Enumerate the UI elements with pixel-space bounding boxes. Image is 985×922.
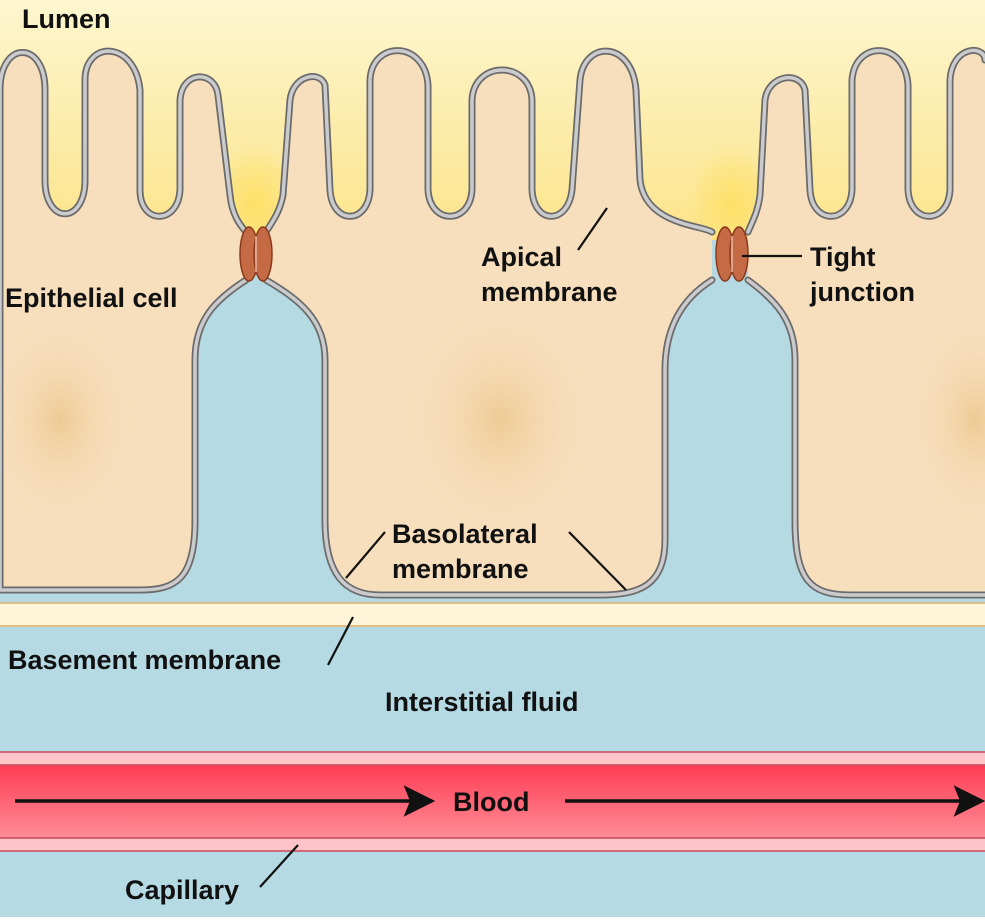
plasma-membranes (0, 47, 985, 599)
tight-junction-left (239, 226, 273, 282)
label-interstitial-fluid: Interstitial fluid (385, 687, 579, 717)
label-epithelial-cell: Epithelial cell (5, 283, 178, 313)
leader-lines (259, 207, 802, 888)
label-apical-membrane-line2: membrane (481, 277, 618, 307)
label-lumen: Lumen (22, 4, 111, 34)
label-basement-membrane: Basement membrane (8, 645, 282, 675)
basement-leader (327, 616, 354, 666)
label-basolateral-membrane-line1: Basolateral (392, 519, 538, 549)
apical-leader (577, 207, 608, 251)
basolateral-leader-right (568, 531, 627, 591)
cell-shade-middle (400, 300, 600, 540)
label-tight-junction-line2: junction (810, 277, 915, 307)
capillary-wall-top (0, 752, 985, 765)
capillary-wall-bottom (0, 838, 985, 851)
label-apical-membrane-line1: Apical (481, 242, 563, 272)
label-tight-junction-line1: Tight (810, 242, 876, 272)
capillary-leader (259, 844, 299, 888)
label-capillary: Capillary (125, 875, 240, 905)
basement-membrane (0, 602, 985, 627)
label-basolateral-membrane-line2: membrane (392, 554, 529, 584)
tight-junction-right (715, 226, 749, 282)
cell-shade-right (905, 310, 985, 530)
cell-shade-left (0, 310, 140, 530)
label-blood: Blood (453, 787, 530, 817)
basolateral-leader-left (345, 531, 386, 579)
